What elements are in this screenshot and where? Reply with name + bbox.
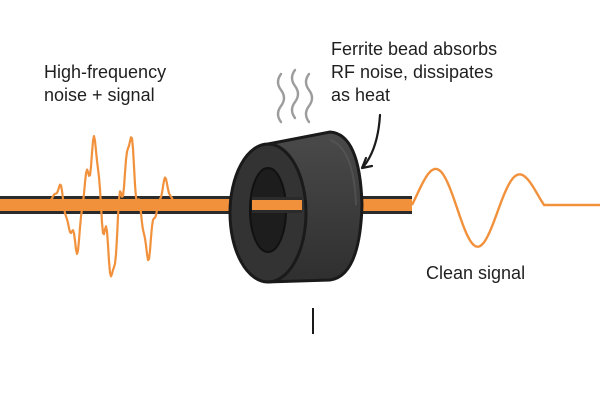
noisy-signal-label: High-frequency noise + signal — [44, 61, 166, 107]
ferrite-bead-label: Ferrite bead absorbs RF noise, dissipate… — [331, 38, 497, 107]
ferrite-bead-label-line-3: as heat — [331, 85, 391, 105]
noisy-signal-label-line-2: noise + signal — [44, 85, 155, 105]
clean-sine-wave — [410, 167, 600, 248]
noisy-waveform — [45, 135, 181, 278]
noisy-signal-label-line-1: High-frequency — [44, 62, 167, 82]
heat-wave-2 — [290, 68, 300, 120]
heat-wave-1 — [276, 72, 286, 124]
ferrite-bead-label-line-2: RF noise, dissipates — [331, 62, 494, 82]
ferrite-bead-label-line-1: Ferrite bead absorbs — [331, 39, 498, 59]
heat-waves — [276, 68, 314, 124]
ferrite-bead — [228, 130, 364, 284]
heat-wave-3 — [304, 72, 314, 124]
callout-arrow — [360, 113, 382, 170]
input-wire — [0, 196, 240, 214]
clean-signal-label: Clean signal — [426, 263, 526, 283]
